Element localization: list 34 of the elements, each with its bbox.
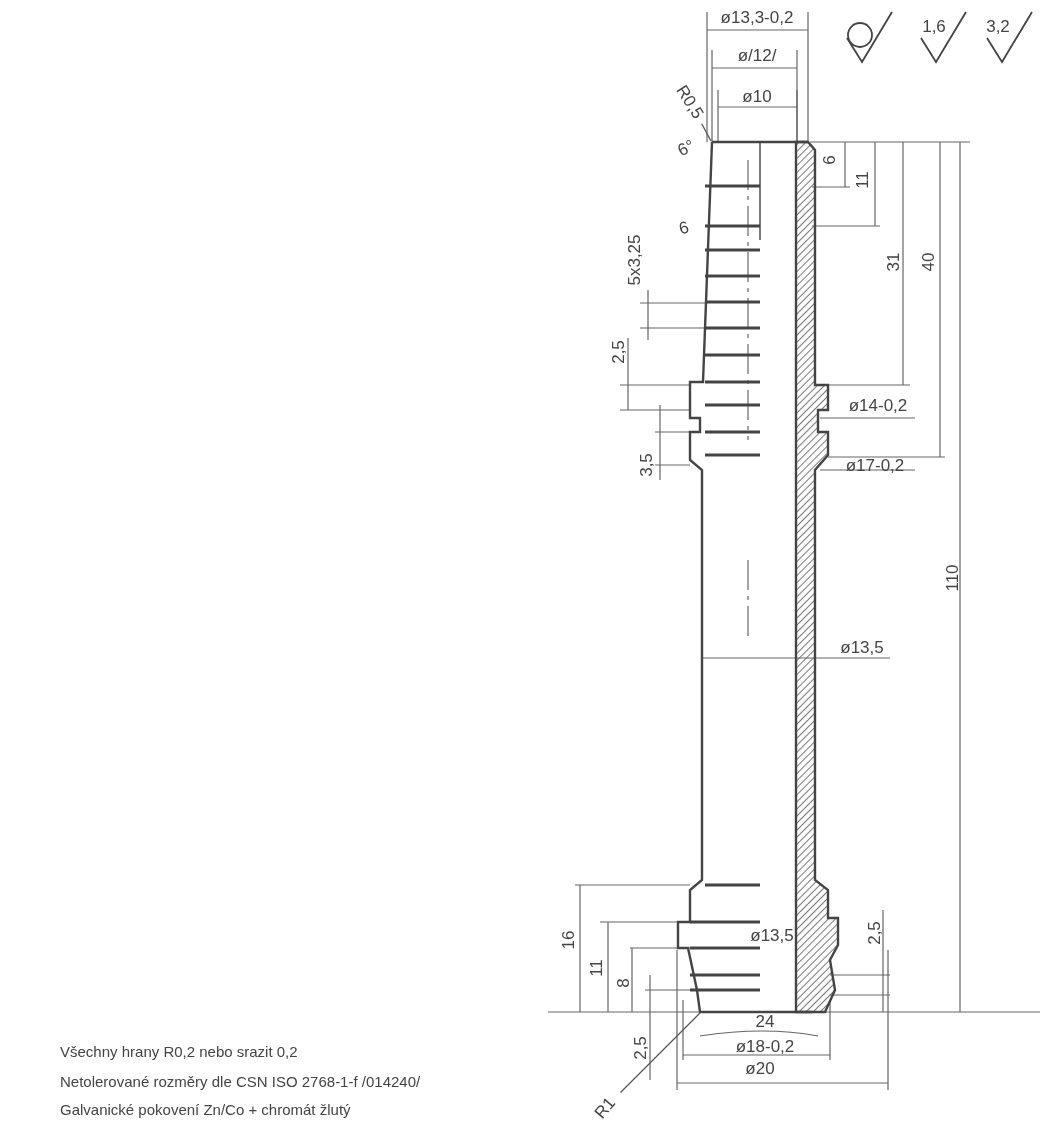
- dimension-label: ø18-0,2: [735, 1037, 795, 1055]
- dimension-label: 24: [755, 1012, 775, 1030]
- dimension-label: 11: [587, 959, 605, 977]
- note-text: Všechny hrany R0,2 nebo srazit 0,2: [60, 1044, 298, 1059]
- dimension-label: 5x3,25: [625, 234, 643, 286]
- dimension-label: 2,5: [865, 921, 883, 945]
- dimension-label: ø17-0,2: [845, 456, 905, 474]
- dimension-label: 3,5: [637, 453, 655, 477]
- dimension-label: 6: [820, 155, 838, 165]
- dimension-label: 40: [919, 252, 937, 272]
- angle-label: 6°: [675, 136, 697, 160]
- note-text: Galvanické pokovení Zn/Co + chromát žlutý: [60, 1102, 351, 1117]
- dimension-label: ø/12/: [737, 46, 777, 64]
- dimension-label: ø13,5: [840, 638, 884, 656]
- dimension-label: 31: [884, 252, 902, 272]
- dimension-label: 2,5: [631, 1036, 649, 1060]
- dimension-label: 11: [853, 171, 871, 189]
- leader-line: [701, 123, 712, 142]
- part-drawing: [676, 140, 840, 1014]
- dimension-label: 16: [559, 930, 577, 950]
- dimension-label: ø14-0,2: [848, 396, 908, 414]
- dimension-label: ø20: [745, 1059, 775, 1077]
- roughness-value: 1,6: [922, 17, 946, 35]
- dimension-label: 8: [614, 978, 632, 988]
- dimension-label: 110: [943, 564, 961, 592]
- dimension-label: ø13,5: [750, 926, 794, 944]
- note-text: Netolerované rozměry dle CSN ISO 2768-1-f /014240/: [60, 1074, 421, 1089]
- dimension-label: ø10: [742, 87, 772, 105]
- dimension-label: ø13,3-0,2: [720, 8, 794, 26]
- roughness-value: 3,2: [986, 17, 1010, 35]
- leader-line: [619, 1012, 701, 1094]
- dimension-label: 2,5: [609, 340, 627, 364]
- radius-label: R1: [591, 1094, 619, 1122]
- angle-label: 6: [677, 218, 691, 238]
